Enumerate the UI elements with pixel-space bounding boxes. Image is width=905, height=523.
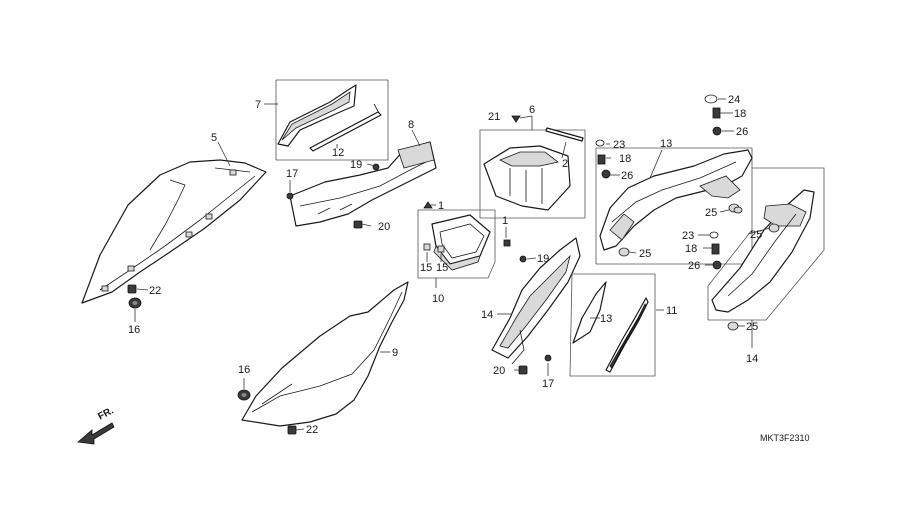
callout-2: 2 bbox=[562, 158, 568, 170]
part-26-collar-b bbox=[712, 126, 722, 136]
part-25-damper-d bbox=[727, 321, 739, 331]
part-1-clip-center bbox=[503, 239, 511, 247]
callout-19-upper: 19 bbox=[350, 159, 362, 171]
callout-13: 13 bbox=[660, 138, 672, 150]
callout-6: 8 bbox=[408, 119, 414, 131]
part-9-garnish-strip bbox=[605, 297, 649, 373]
callout-23-b: 23 bbox=[682, 230, 694, 242]
callout-17-upper: 17 bbox=[286, 168, 298, 180]
callout-26-b: 26 bbox=[736, 126, 748, 138]
callout-15-a: 15 bbox=[420, 262, 432, 274]
part-25-damper-a bbox=[618, 247, 630, 257]
part-18-bolt-b bbox=[712, 107, 721, 119]
callout-22-lower: 22 bbox=[306, 424, 318, 436]
callout-1-center: 1 bbox=[502, 215, 508, 227]
callout-18-c: 18 bbox=[685, 243, 697, 255]
callout-25-b: 25 bbox=[705, 207, 717, 219]
part-15-grommet-b bbox=[437, 245, 445, 253]
callout-25-a: 25 bbox=[639, 248, 651, 260]
part-12-center-panel bbox=[491, 237, 581, 365]
part-7-lower-cover bbox=[241, 281, 409, 427]
callout-25-c: 25 bbox=[750, 229, 762, 241]
part-3-side-cover bbox=[81, 159, 267, 304]
part-18-bolt-c bbox=[711, 243, 720, 255]
callout-labels: 5 7 12 8 19 17 20 22 16 1 15 15 10 21 6 … bbox=[128, 94, 762, 436]
part-20-nut-lower bbox=[518, 365, 528, 375]
frame-part-5-group bbox=[275, 79, 389, 161]
callout-12: 14 bbox=[481, 309, 493, 321]
callout-7: 9 bbox=[392, 347, 398, 359]
part-24-cap bbox=[704, 94, 718, 104]
part-23-washer-a bbox=[595, 139, 605, 147]
callout-4: 6 bbox=[529, 104, 535, 116]
part-13-grab-rail bbox=[599, 149, 753, 251]
part-15-grommet-a bbox=[423, 243, 431, 251]
callout-26-c: 26 bbox=[688, 260, 700, 272]
callout-18-b: 18 bbox=[734, 108, 746, 120]
callout-11: 13 bbox=[600, 313, 612, 325]
part-2-seal bbox=[545, 127, 584, 142]
callout-20-lower: 20 bbox=[493, 365, 505, 377]
callout-18-a: 18 bbox=[619, 153, 631, 165]
frame-part-14-group bbox=[707, 167, 825, 321]
callout-21: 21 bbox=[488, 111, 500, 123]
callout-10: 12 bbox=[332, 147, 344, 159]
callout-8: 10 bbox=[432, 293, 444, 305]
part-16-grommet-lower bbox=[237, 389, 251, 401]
frame-part-8-group bbox=[417, 209, 496, 279]
part-10-seal-strip bbox=[309, 103, 382, 152]
part-22-clip-lower bbox=[287, 425, 297, 435]
callout-3: 5 bbox=[211, 132, 217, 144]
callout-22-upper: 22 bbox=[149, 285, 161, 297]
part-21-clip bbox=[511, 115, 521, 123]
part-25-damper-c bbox=[768, 223, 780, 233]
callout-1-tray: 1 bbox=[438, 200, 444, 212]
callout-25-d: 25 bbox=[746, 321, 758, 333]
callout-9: 11 bbox=[666, 305, 677, 317]
callout-15-b: 15 bbox=[436, 262, 448, 274]
callout-20-upper: 20 bbox=[378, 221, 390, 233]
callout-19-lower: 19 bbox=[537, 253, 549, 265]
part-26-collar-a bbox=[601, 169, 611, 179]
part-19-screw-upper bbox=[372, 163, 380, 171]
part-26-collar-c bbox=[712, 260, 722, 270]
part-16-grommet-upper bbox=[128, 297, 142, 309]
part-17-screw-lower bbox=[544, 354, 552, 362]
callout-24: 24 bbox=[728, 94, 740, 106]
callout-17-lower: 17 bbox=[542, 378, 554, 390]
callout-14: 14 bbox=[746, 353, 758, 365]
leader-lines bbox=[134, 98, 771, 431]
callout-5: 7 bbox=[255, 99, 261, 111]
part-8-storage-tray bbox=[431, 214, 491, 271]
part-25-damper-e bbox=[733, 206, 743, 214]
front-direction-arrow: FR. bbox=[77, 405, 116, 445]
part-23-washer-b bbox=[709, 231, 719, 239]
part-14-rear-cover bbox=[711, 189, 815, 313]
part-4-center-cover bbox=[483, 145, 571, 211]
part-6-inner-cover bbox=[289, 141, 437, 227]
part-20-nut-upper bbox=[353, 220, 363, 229]
callout-23-a: 23 bbox=[613, 139, 625, 151]
frame-part-9-group bbox=[569, 273, 656, 377]
part-18-bolt-a bbox=[597, 154, 606, 165]
part-22-clip-upper bbox=[127, 284, 137, 294]
part-11-reflector bbox=[572, 281, 607, 344]
diagram-code: MKT3F2310 bbox=[760, 433, 810, 443]
part-19-screw-lower bbox=[519, 255, 527, 263]
callout-16-lower: 16 bbox=[238, 364, 250, 376]
front-direction-label: FR. bbox=[96, 405, 116, 422]
part-5-trim-strip bbox=[277, 84, 357, 147]
callout-16-upper: 16 bbox=[128, 324, 140, 336]
part-17-screw-upper bbox=[286, 192, 294, 200]
callout-26-a: 26 bbox=[621, 170, 633, 182]
